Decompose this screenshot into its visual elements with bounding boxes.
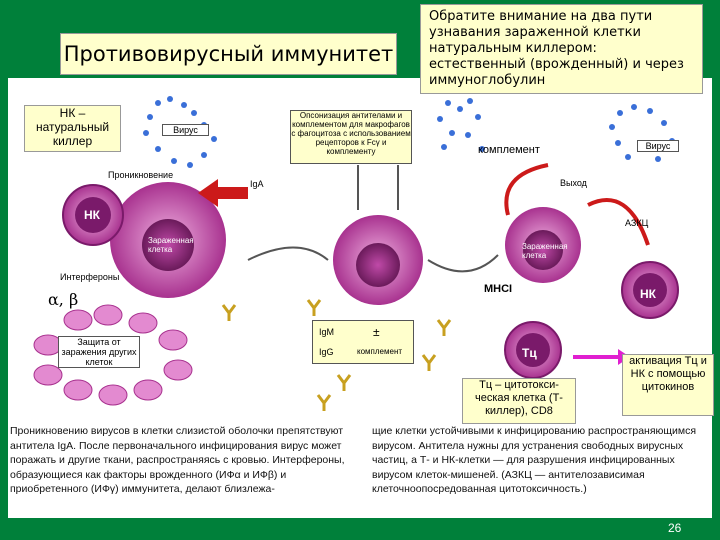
antibodies [221,299,452,411]
igg-label: IgG [319,347,334,357]
activation-box: активация Тц и НК с помощью цитокинов [622,354,714,416]
iga-arrow [198,179,248,207]
immunity-diagram [33,96,679,411]
infected-cell-left [110,182,226,298]
green-frame-right [712,0,720,540]
nk-cell-left [62,184,124,246]
exit-label: Выход [560,178,587,188]
infected-cell-center [333,215,423,305]
slide-title: Противовирусный иммунитет [60,33,397,75]
infected-right-label: Зараженная клетка [522,242,568,260]
virus-cluster-right [609,104,675,162]
plusminus-label: ± [373,325,380,339]
penetration-label: Проникновение [108,170,174,180]
adcc-arrow [587,198,650,246]
text-left: Проникновению вирусов в клетки слизистой… [10,425,345,495]
green-frame-left [0,0,8,540]
green-frame-bottom [0,518,720,540]
virus-label-right: Вирус [637,140,679,152]
tc-label: Тц [522,346,537,360]
complement-small-label: комплемент [357,347,403,356]
page-number: 26 [668,521,682,535]
protected-tissue [33,304,193,406]
adcc-label: АЗКЦ [625,218,649,228]
interferons-label: Интерфероны [60,272,120,282]
virus-label-left: Вирус [162,124,209,136]
arrow-center-to-right [427,254,499,273]
text-right: щие клетки устойчивыми к инфицированию р… [372,425,697,495]
iga-label: IgA [250,179,264,189]
infected-left-label: Зараженная клетка [148,236,194,254]
protection-box: Защита от заражения других клеток [58,336,140,368]
ig-box: IgM IgG ± комплемент [312,320,414,364]
arrow-left-to-center [247,246,329,261]
nk-right-label: НК [640,287,656,301]
complement-label: комплемент [478,144,540,156]
note-box: Обратите внимание на два пути узнавания … [420,4,703,94]
nk-definition: НК – натуральный киллер [24,105,121,152]
alpha-beta-label: α, β [48,290,79,309]
virus-cluster-left [143,96,217,168]
tc-definition: Тц – цитотокси-ческая клетка (Т-киллер),… [462,378,576,424]
igm-label: IgM [319,327,335,337]
nk-left-label: НК [84,208,100,222]
opsonization-box: Опсонизация антителами и комплементом дл… [290,110,412,164]
mhc-label: MHCI [484,283,513,295]
nk-cell-right [621,261,679,319]
infected-cell-right [505,207,581,283]
virus-cluster-center [437,98,485,152]
complement-arrow [504,163,549,216]
